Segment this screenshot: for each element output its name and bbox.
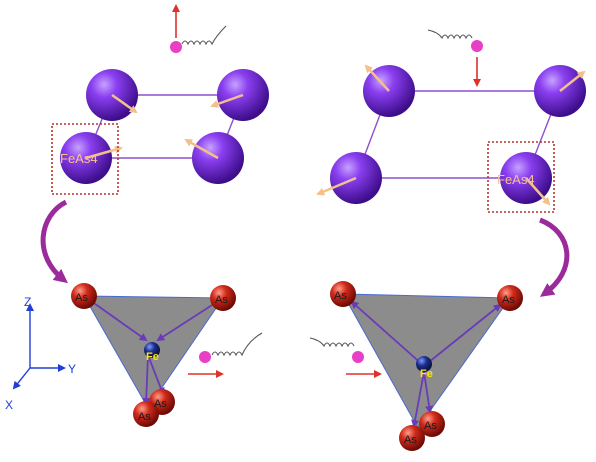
left-curved-arrow <box>40 199 68 284</box>
right-cluster-label: FeAs4 <box>497 172 535 187</box>
arsenic-atom-bottom <box>399 425 425 451</box>
arsenic-label: As <box>424 420 437 432</box>
arsenic-label: As <box>502 294 515 306</box>
photon-dot <box>352 351 364 363</box>
spin-arrow-icon <box>210 93 244 108</box>
iron-label: Fe <box>146 351 159 363</box>
photon-wave-icon <box>181 25 227 46</box>
arsenic-label: As <box>404 434 417 446</box>
left-cluster-box <box>51 123 119 195</box>
left-photon-top <box>170 4 227 53</box>
spin-arrow-icon <box>525 177 551 206</box>
arsenic-label: As <box>215 294 228 306</box>
photon-dot <box>471 40 483 52</box>
arsenic-atom-bottom-front <box>419 411 445 437</box>
axis-label-x: X <box>5 398 13 412</box>
iron-label: Fe <box>420 368 433 380</box>
spin-arrow-icon <box>559 70 586 92</box>
spin-arrow-icon <box>111 93 138 114</box>
spin-arrow-icon <box>85 145 123 160</box>
arsenic-atom-top-left <box>330 281 356 307</box>
axis-label-y: Y <box>68 362 76 376</box>
iron-atom <box>144 342 160 358</box>
axis-label-z: Z <box>24 295 31 309</box>
spin-arrow-icon <box>184 138 219 160</box>
arsenic-label: As <box>138 411 151 423</box>
left-spin-arrows <box>85 93 244 160</box>
right-lattice: FeAs4 <box>316 64 586 213</box>
right-tetrahedron: As As As As Fe <box>330 281 523 451</box>
right-spin-arrows <box>316 64 586 206</box>
photon-wave-icon <box>309 337 355 348</box>
left-cluster-label: FeAs4 <box>60 151 98 166</box>
left-tetrahedron: As As As As Fe <box>71 283 236 427</box>
left-lattice: FeAs4 <box>51 69 269 195</box>
spin-arrow-icon <box>364 64 390 92</box>
right-curved-arrow <box>539 217 570 297</box>
arsenic-label: As <box>154 398 167 410</box>
arsenic-atom-bottom <box>133 401 159 427</box>
spin-arrow-icon <box>316 176 357 196</box>
axis-triad-icon <box>12 303 66 390</box>
photon-dot <box>170 41 182 53</box>
arsenic-label: As <box>75 292 88 304</box>
right-photon-top <box>427 29 483 87</box>
arsenic-atom-top-left <box>71 283 97 309</box>
arsenic-label: As <box>334 290 347 302</box>
right-cluster-box <box>487 141 555 213</box>
right-photon-bottom <box>309 337 382 378</box>
photon-wave-icon <box>211 332 263 357</box>
photon-wave-icon <box>427 29 473 40</box>
right-tetra-bonds <box>350 300 502 428</box>
arsenic-atom-top-right <box>210 285 236 311</box>
arsenic-atom-top-right <box>497 285 523 311</box>
iron-atom <box>416 356 432 372</box>
photon-dot <box>199 351 211 363</box>
left-photon-bottom <box>188 332 263 378</box>
